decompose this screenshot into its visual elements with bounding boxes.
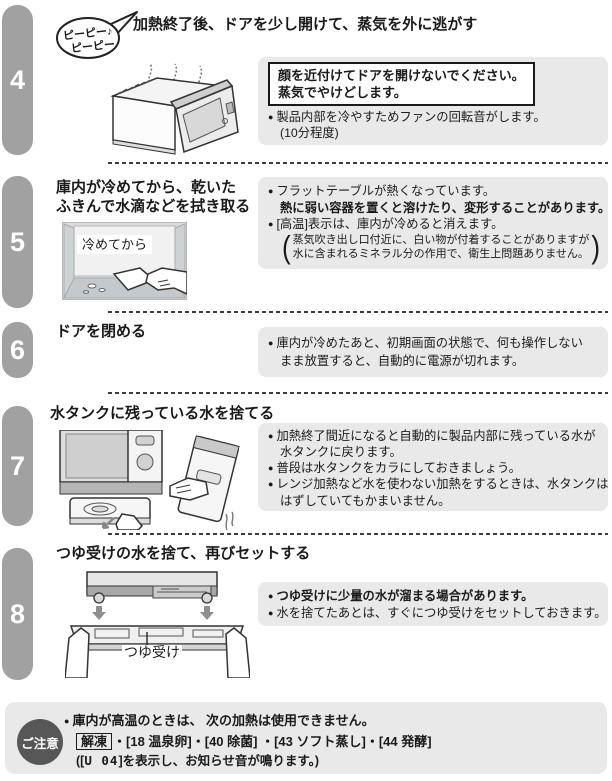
separator [108, 533, 608, 535]
caution-line-1: ●庫内が高温のときは、 次の加熱は使用できません。 [64, 711, 432, 732]
bullet: ● [268, 462, 274, 473]
note-line: ●[高温]表示は、庫内が冷めると消えます。 [268, 216, 598, 233]
bullet: ● [268, 591, 274, 601]
u04-display-code: U 04 [84, 753, 119, 768]
bullet: ● [268, 608, 274, 618]
separator [108, 162, 608, 164]
bullet: ● [268, 112, 274, 122]
beep-speech-bubble: ピーピー♪ ピーピー [55, 10, 145, 62]
caution-line-2: 解凍・[18 温泉卵]・[40 除菌] ・[43 ソフト蒸し]・[44 発酵] [64, 732, 432, 751]
defrost-mode-box: 解凍 [76, 733, 113, 750]
note-line: ●加熱終了間近になると自動的に製品内部に残っている水が [268, 429, 598, 445]
note-text: 製品内部を冷やすためファンの回転音がします。 [276, 110, 546, 124]
caution-text-block: ●庫内が高温のときは、 次の加熱は使用できません。 解凍・[18 温泉卵]・[4… [64, 711, 432, 771]
oven-interior-wipe-illustration [62, 222, 187, 300]
separator [108, 311, 608, 313]
note-text: はずしていてもかまいません。 [280, 493, 451, 508]
drip-tray-label: つゆ受け [122, 644, 182, 660]
note-line: ●水を捨てたあとは、すぐにつゆ受けをセットしておきます。 [268, 605, 607, 622]
display-suffix: ]を表示し、お知らせ音が鳴ります。) [118, 754, 320, 768]
mode-list-text: ・[18 温泉卵]・[40 除菌] ・[43 ソフト蒸し]・[44 発酵] [113, 734, 432, 749]
note-line: 水タンクに戻ります。 [268, 445, 598, 460]
note-text: 熱に弱い容器を置くと溶けたり、変形することがあります。 [280, 201, 611, 215]
paren-line-2: 水に含まれるミネラル分の作用で、衛生上問題ありません。 [292, 248, 589, 260]
note-line: ●普段は水タンクをカラにしておきましょう。 [268, 461, 598, 477]
note-text: まま放置すると、自動的に電源が切れます。 [280, 354, 525, 368]
speech-bubble-icon [56, 11, 138, 59]
step-5-title-line-2: ふきんで水滴などを拭き取る [56, 198, 251, 215]
bullet: ● [268, 186, 274, 196]
step-4-title: 加熱終了後、ドアを少し開けて、蒸気を外に逃がす [133, 16, 478, 33]
note-text: レンジ加熱など水を使わない加熱をするときは、水タンクは [276, 477, 609, 492]
note-line: (10分程度) [268, 126, 598, 141]
note-line: ●フラットテーブルが熱くなっています。 [268, 183, 598, 200]
cooled-down-label: 冷めてから [77, 235, 153, 254]
note-line: まま放置すると、自動的に電源が切れます。 [268, 353, 598, 370]
step-4-number-badge: 4 [2, 5, 33, 155]
note-text: フラットテーブルが熱くなっています。 [276, 184, 496, 198]
note-text: 普段は水タンクをカラにしておきましょう。 [276, 460, 521, 475]
caution-badge: ご注意 [17, 719, 63, 765]
steam-warning-box: 顔を近付けてドアを開けないでください。 蒸気でやけどします。 [268, 62, 535, 106]
note-text: 加熱終了間近になると自動的に製品内部に残っている水が [276, 429, 596, 443]
note-text: つゆ受けに少量の水が溜まる場合があります。 [276, 589, 534, 603]
caution-box [5, 702, 607, 774]
step-5-info-box: ●フラットテーブルが熱くなっています。 熱に弱い容器を置くと溶けたり、変形するこ… [258, 177, 610, 269]
bullet: ● [268, 479, 274, 490]
step-4-info-box: 顔を近付けてドアを開けないでください。 蒸気でやけどします。 ●製品内部を冷やす… [258, 57, 608, 145]
note-text: 水を捨てたあとは、すぐにつゆ受けをセットしておきます。 [276, 606, 607, 620]
note-line: ●つゆ受けに少量の水が溜まる場合があります。 [268, 588, 598, 605]
note-text: [高温]表示は、庫内が冷めると消えます。 [276, 217, 504, 231]
step-6-info-box: ●庫内が冷めたあと、初期画面の状態で、何も操作しない まま放置すると、自動的に電… [258, 327, 608, 377]
step-6-number-badge: 6 [2, 322, 33, 378]
note-line: はずしていてもかまいません。 [268, 494, 598, 509]
separator [108, 392, 608, 394]
bullet: ● [268, 338, 274, 348]
step-5-title: 庫内が冷めてから、乾いた ふきんで水滴などを拭き取る [56, 178, 250, 216]
warning-line-2: 蒸気でやけどします。 [278, 85, 407, 100]
step-8-number-badge: 8 [2, 548, 33, 680]
note-text: 庫内が冷めたあと、初期画面の状態で、何も操作しない [276, 336, 583, 350]
note-text: (10分程度) [280, 126, 339, 140]
water-tank-illustration [59, 430, 240, 530]
caution-line-1-text: 庫内が高温のときは、 次の加熱は使用できません。 [72, 713, 375, 728]
note-line: 熱に弱い容器を置くと溶けたり、変形することがあります。 [268, 200, 610, 216]
step-5-title-line-1: 庫内が冷めてから、乾いた [56, 179, 237, 196]
step-7-info-box: ●加熱終了間近になると自動的に製品内部に残っている水が 水タンクに戻ります。 ●… [258, 423, 608, 511]
paren-close: ) [591, 229, 601, 265]
note-line: ●庫内が冷めたあと、初期画面の状態で、何も操作しない [268, 335, 598, 353]
bullet: ● [64, 716, 70, 726]
paren-open: ( [282, 229, 291, 265]
step-7-title: 水タンクに残っている水を捨てる [50, 405, 275, 422]
note-line: ●レンジ加熱など水を使わない加熱をするときは、水タンクは [268, 477, 608, 493]
step-7-number-badge: 7 [2, 406, 33, 526]
bullet: ● [268, 219, 274, 229]
step-6-title: ドアを閉める [56, 323, 147, 340]
note-text: 水タンクに戻ります。 [280, 445, 402, 460]
display-prefix: ([ [76, 754, 85, 768]
microwave-steam-illustration [110, 62, 239, 155]
mineral-deposit-note: ( 蒸気吹き出し口付近に、白い物が付着することがありますが 水に含まれるミネラル… [268, 229, 601, 265]
caution-line-3: ([U 04]を表示し、お知らせ音が鳴ります。) [64, 751, 432, 771]
note-line: ●製品内部を冷やすためファンの回転音がします。 [268, 110, 598, 126]
paren-line-1: 蒸気吹き出し口付近に、白い物が付着することがありますが [292, 234, 590, 246]
warning-line-1: 顔を近付けてドアを開けないでください。 [278, 68, 525, 83]
bullet: ● [268, 431, 274, 441]
step-5-number-badge: 5 [2, 176, 33, 308]
step-8-info-box: ●つゆ受けに少量の水が溜まる場合があります。 ●水を捨てたあとは、すぐにつゆ受け… [258, 582, 608, 626]
drip-tray-illustration [65, 571, 250, 678]
step-8-title: つゆ受けの水を捨て、再びセットする [56, 545, 311, 562]
